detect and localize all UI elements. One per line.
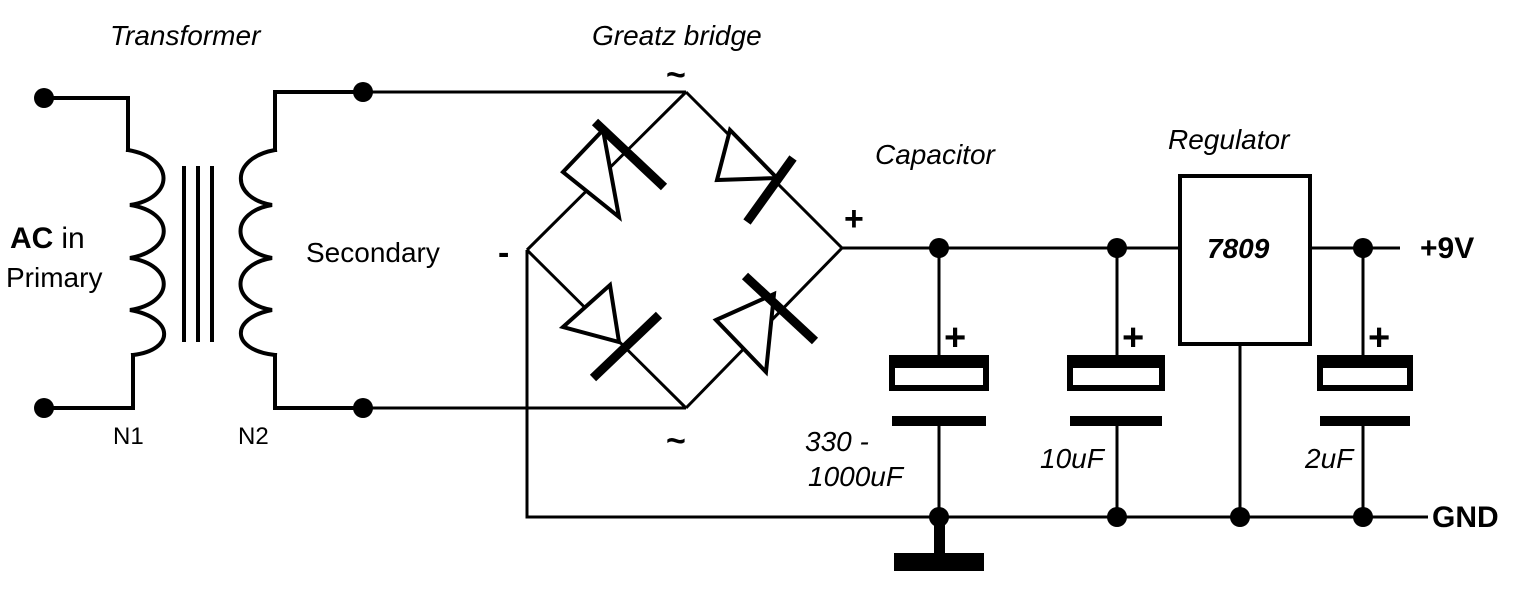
capacitor-1-plus: + <box>944 317 966 359</box>
regulator-box <box>1178 174 1312 346</box>
capacitor-2-plus: + <box>1122 317 1144 359</box>
regulator-title: Regulator <box>1168 124 1291 155</box>
earth-ground-symbol <box>894 517 984 571</box>
capacitor-1-node-top <box>929 238 949 258</box>
output-voltage-label: +9V <box>1420 232 1474 265</box>
ac-tilde-bottom: ~ <box>666 422 686 460</box>
secondary-lead-top <box>273 90 365 152</box>
capacitor-3-node-top <box>1353 238 1373 258</box>
capacitor-3 <box>1317 248 1413 517</box>
capacitor-1-value-line1: 330 - <box>805 426 869 457</box>
ac-tilde-top: ~ <box>666 56 686 94</box>
capacitor-1 <box>889 248 989 517</box>
ground-rail <box>525 250 1428 519</box>
n1-label: N1 <box>113 423 144 450</box>
capacitor-3-node-bottom <box>1353 507 1373 527</box>
ground-label: GND <box>1432 501 1499 534</box>
secondary-coil <box>238 147 278 358</box>
primary-label: Primary <box>6 262 102 293</box>
capacitor-title: Capacitor <box>875 139 997 170</box>
capacitor-3-plus: + <box>1368 317 1390 359</box>
ac-in-text: in <box>61 222 84 255</box>
bridge-minus-label: - <box>498 234 509 272</box>
capacitor-2-value: 10uF <box>1040 443 1106 474</box>
regulator-part-number: 7809 <box>1207 233 1270 264</box>
ac-bold-text: AC <box>10 222 53 255</box>
transformer-title: Transformer <box>110 20 262 51</box>
diode-top-left <box>560 118 668 222</box>
capacitor-3-value: 2uF <box>1304 443 1355 474</box>
diode-top-right <box>714 126 797 225</box>
capacitor-2 <box>1067 248 1165 517</box>
bridge-plus-label: + <box>844 200 864 238</box>
primary-lead-bottom <box>42 353 135 410</box>
secondary-lead-bottom <box>273 353 365 410</box>
bridge-title: Greatz bridge <box>592 20 762 51</box>
n2-label: N2 <box>238 423 269 450</box>
diode-bottom-left <box>558 281 663 382</box>
capacitor-2-node-bottom <box>1107 507 1127 527</box>
regulator-ground-node <box>1230 507 1250 527</box>
capacitor-2-node-top <box>1107 238 1127 258</box>
diode-bottom-right <box>712 272 819 377</box>
secondary-label: Secondary <box>306 237 440 268</box>
primary-coil <box>125 147 166 358</box>
primary-lead-top <box>42 96 130 152</box>
capacitor-1-value-line2: 1000uF <box>808 461 905 492</box>
